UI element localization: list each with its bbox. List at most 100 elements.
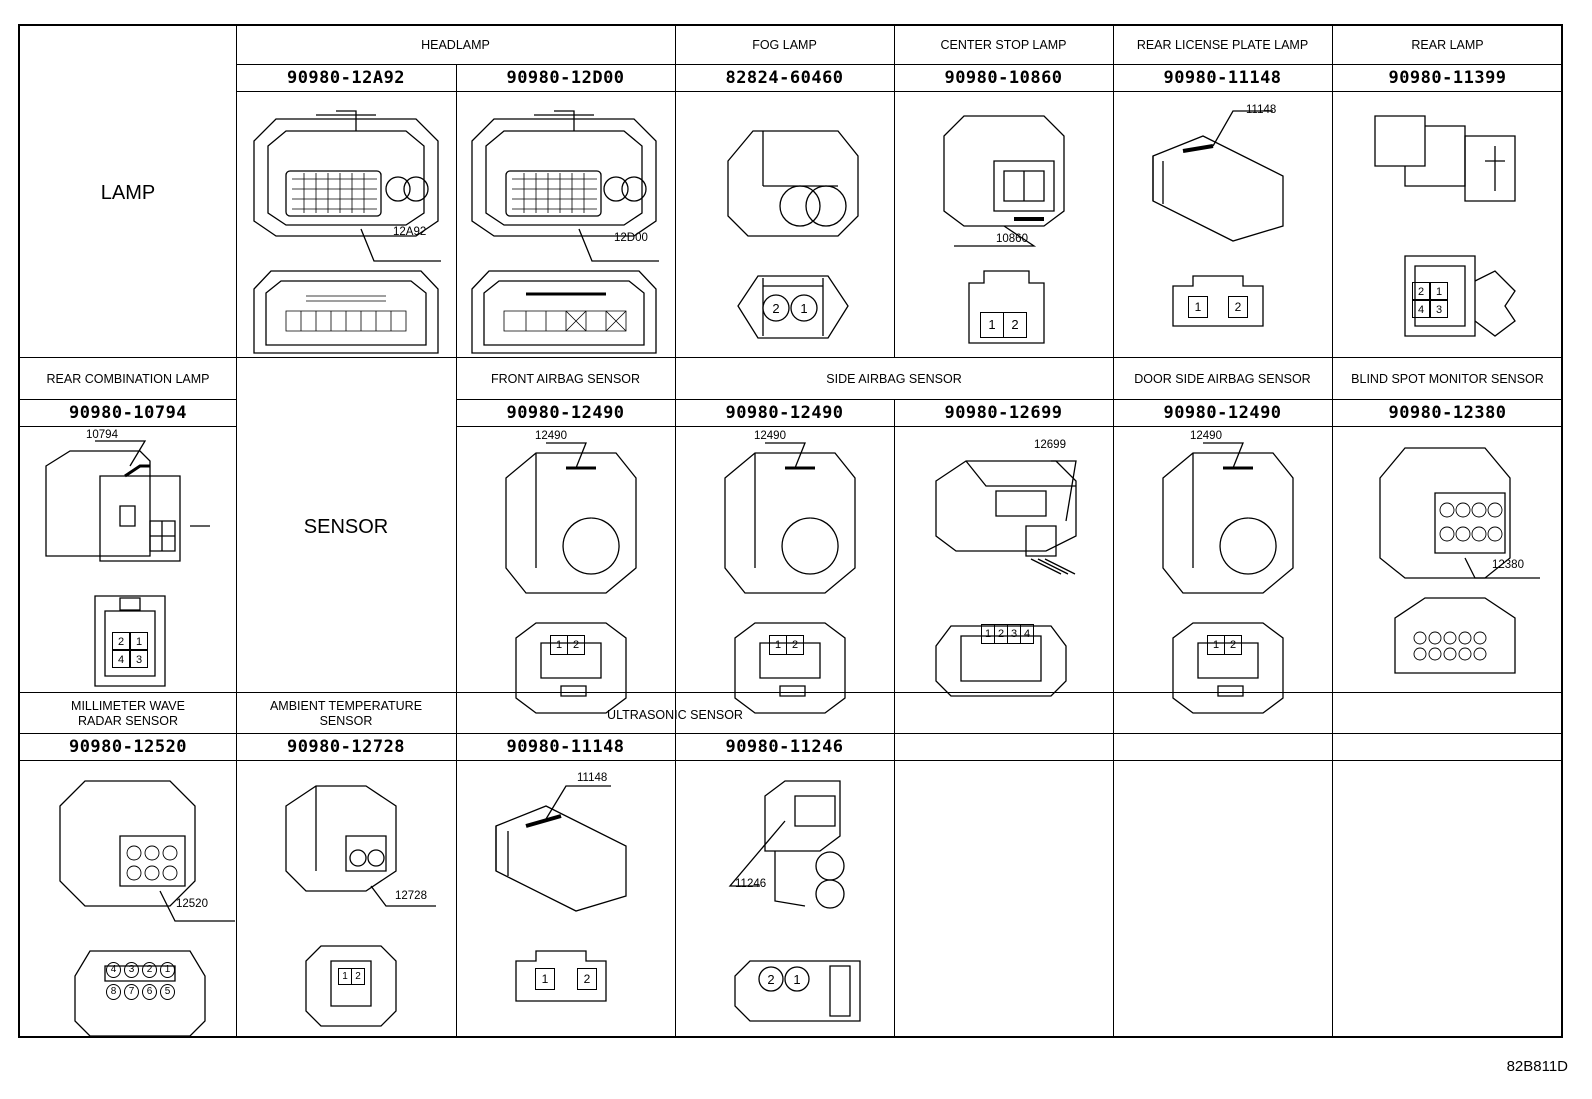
pin-cell: 1 <box>1188 296 1208 318</box>
header-line: SENSOR <box>319 714 373 728</box>
rule <box>20 357 1563 358</box>
callout-label: 12490 <box>535 430 567 442</box>
center-stop-lamp-connector-icon <box>934 101 1084 351</box>
pin-cell: 1 <box>1207 635 1225 655</box>
front-airbag-sensor-connector-icon <box>496 438 656 688</box>
group-front-airbag-sensor: FRONT AIRBAG SENSOR <box>490 372 641 386</box>
group-ambient-temperature-sensor: AMBIENT TEMPERATURE SENSOR <box>236 699 456 729</box>
door-side-airbag-sensor-connector-icon <box>1153 438 1313 688</box>
pin-cell: 4 <box>1412 300 1430 318</box>
rule <box>894 399 895 692</box>
ultrasonic-11246-connector-icon <box>710 776 880 1036</box>
callout-label: 12380 <box>1492 559 1524 571</box>
headlamp-connector-12a92-icon <box>246 101 446 351</box>
pin-grid: 4 3 2 1 8 7 6 5 <box>106 962 175 1000</box>
part-number: 82824-60460 <box>725 68 844 88</box>
pin-cell: 3 <box>130 650 148 668</box>
rule <box>1113 26 1114 1036</box>
part-number: 90980-12490 <box>725 403 844 423</box>
part-number: 90980-10860 <box>944 68 1063 88</box>
rule <box>1332 26 1333 1036</box>
pin-cell: 2 <box>787 635 804 655</box>
pin-label: 2 <box>767 972 774 987</box>
side-airbag-sensor-connector-icon <box>715 438 875 688</box>
part-number: 90980-12490 <box>1163 403 1282 423</box>
rear-lamp-connector-icon <box>1365 106 1545 351</box>
pin-1-icon: 1 <box>784 966 810 992</box>
rule <box>20 760 1563 761</box>
pin-row: 1 2 <box>550 635 585 655</box>
ultrasonic-11148-connector-icon <box>486 781 656 1036</box>
callout-label: 10794 <box>86 429 118 441</box>
group-blind-spot-monitor-sensor: BLIND SPOT MONITOR SENSOR <box>1351 372 1544 386</box>
group-fog-lamp: FOG LAMP <box>752 38 817 52</box>
callout-label: 12728 <box>395 890 427 902</box>
rule <box>456 426 1563 427</box>
pin-label: 1 <box>793 972 800 987</box>
callout-label: 12699 <box>1034 439 1066 451</box>
figure-code: 82B811D <box>1506 1058 1568 1075</box>
ambient-temperature-connector-icon <box>276 776 456 1036</box>
pin-cell: 2 <box>112 632 130 650</box>
category-sensor: SENSOR <box>303 516 389 538</box>
callout-label: 12D00 <box>614 232 648 244</box>
group-rear-combination-lamp: REAR COMBINATION LAMP <box>46 372 210 386</box>
group-ultrasonic-sensor: ULTRASONIC SENSOR <box>607 708 743 722</box>
pin-cell: 1 <box>130 632 148 650</box>
pin-cell: 2 <box>568 635 585 655</box>
callout-label: 12520 <box>176 898 208 910</box>
callout-label: 11148 <box>1246 104 1277 116</box>
rule <box>236 26 237 1036</box>
pin-cell: 1 <box>338 968 352 985</box>
pin-cell: 2 <box>995 624 1008 644</box>
rule <box>894 26 895 357</box>
blind-spot-monitor-connector-icon <box>1365 438 1545 688</box>
pin-1-icon: 1 <box>790 294 818 322</box>
pin-cell: 3 <box>1008 624 1021 644</box>
pin-2-icon: 2 <box>762 294 790 322</box>
pin-cell: 1 <box>160 962 175 978</box>
part-number: 90980-12D00 <box>506 68 625 88</box>
pin-cell: 6 <box>142 984 157 1000</box>
pin-cell: 4 <box>106 962 121 978</box>
part-number: 90980-12490 <box>506 403 625 423</box>
pin-label: 1 <box>800 301 807 316</box>
rule <box>675 733 676 1036</box>
rule <box>456 399 1563 400</box>
pin-cell: 2 <box>1228 296 1248 318</box>
pin-row: 1 2 3 4 <box>981 624 1034 644</box>
pin-cell: 2 <box>577 968 597 990</box>
part-number: 90980-11399 <box>1388 68 1507 88</box>
callout-label: 11148 <box>577 772 608 784</box>
pin-cell: 1 <box>550 635 568 655</box>
side-airbag-12699-connector-icon <box>926 441 1106 691</box>
radar-sensor-connector-icon <box>50 771 230 1036</box>
pin-row: 1 2 <box>769 635 804 655</box>
group-rear-license-plate-lamp: REAR LICENSE PLATE LAMP <box>1136 38 1309 52</box>
callout-label: 12490 <box>754 430 786 442</box>
part-number: 90980-12699 <box>944 403 1063 423</box>
pin-row: 1 2 <box>338 968 365 985</box>
group-door-side-airbag-sensor: DOOR SIDE AIRBAG SENSOR <box>1134 372 1311 386</box>
connector-table: LAMP HEADLAMP FOG LAMP CENTER STOP LAMP … <box>18 24 1563 1038</box>
callout-label: 12490 <box>1190 430 1222 442</box>
callout-label: 10860 <box>996 233 1028 245</box>
rule <box>894 692 895 1036</box>
pin-cell: 2 <box>1412 282 1430 300</box>
rule <box>20 692 1563 693</box>
group-millimeter-wave-radar-sensor: MILLIMETER WAVE RADAR SENSOR <box>20 699 236 729</box>
rule <box>20 426 236 427</box>
pin-grid: 2 1 4 3 <box>112 632 148 668</box>
pin-cell: 5 <box>160 984 175 1000</box>
pin-cell: 1 <box>981 624 995 644</box>
part-number: 90980-11148 <box>506 737 625 757</box>
header-line: MILLIMETER WAVE <box>71 699 185 713</box>
callout-label: 12A92 <box>393 226 427 238</box>
rule <box>456 64 457 357</box>
pin-cell: 7 <box>124 984 139 1000</box>
pin-cell: 1 <box>535 968 555 990</box>
callout-label: 11246 <box>735 878 767 890</box>
pin-cell: 4 <box>112 650 130 668</box>
pin-cell: 2 <box>1004 312 1027 338</box>
pin-cell: 2 <box>352 968 365 985</box>
